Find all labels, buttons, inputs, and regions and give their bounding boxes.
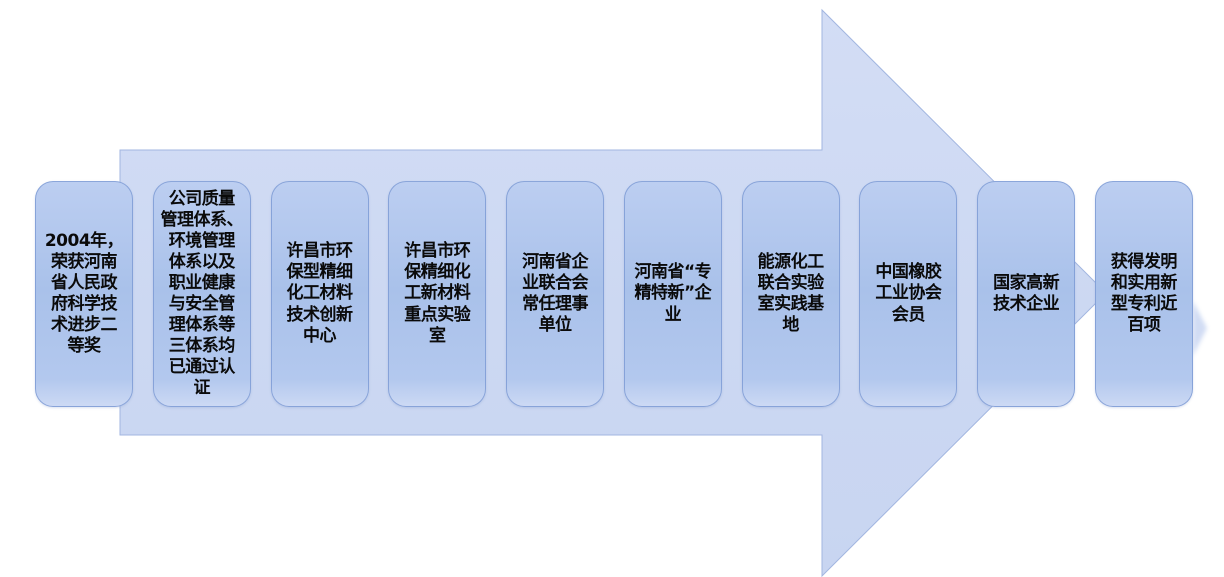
milestone-label: 2004年， 荣获河南 省人民政 府科学技 术进步二 等奖 (44, 230, 124, 357)
milestone-label: 许昌市环 保精细化 工新材料 重点实验 室 (404, 241, 471, 346)
milestone-row: 2004年， 荣获河南 省人民政 府科学技 术进步二 等奖 公司质量 管理体系、… (35, 181, 1193, 407)
milestone-label: 河南省“专 精特新”企 业 (634, 262, 712, 325)
milestone-label: 国家高新 技术企业 (993, 272, 1060, 314)
milestone-box-high-tech-enterprise: 国家高新 技术企业 (977, 181, 1076, 407)
milestone-box-key-laboratory: 许昌市环 保精细化 工新材料 重点实验 室 (388, 181, 487, 407)
milestone-box-innovation-center: 许昌市环 保型精细 化工材料 技术创新 中心 (270, 181, 369, 407)
milestone-label: 获得发明 和实用新 型专利近 百项 (1110, 251, 1178, 336)
milestone-label: 公司质量 管理体系、 环境管理 体系以及 职业健康 与安全管 理体系等 三体系均… (160, 188, 244, 399)
milestone-box-2004-award: 2004年， 荣获河南 省人民政 府科学技 术进步二 等奖 (35, 181, 133, 407)
milestone-box-specialized-enterprise: 河南省“专 精特新”企 业 (623, 181, 722, 407)
milestone-label: 河南省企 业联合会 常任理事 单位 (522, 251, 589, 336)
milestone-label: 能源化工 联合实验 室实践基 地 (757, 251, 825, 336)
arrow-shape (119, 8, 1107, 577)
milestone-box-certifications: 公司质量 管理体系、 环境管理 体系以及 职业健康 与安全管 理体系等 三体系均… (152, 181, 251, 407)
milestone-box-enterprise-federation: 河南省企 业联合会 常任理事 单位 (506, 181, 605, 407)
milestone-label: 许昌市环 保型精细 化工材料 技术创新 中心 (286, 241, 354, 346)
milestone-box-patents: 获得发明 和实用新 型专利近 百项 (1094, 181, 1193, 407)
milestone-label: 中国橡胶 工业协会 会员 (875, 262, 942, 325)
milestone-box-energy-chemical-base: 能源化工 联合实验 室实践基 地 (741, 181, 840, 407)
milestone-box-rubber-association: 中国橡胶 工业协会 会员 (859, 181, 958, 407)
